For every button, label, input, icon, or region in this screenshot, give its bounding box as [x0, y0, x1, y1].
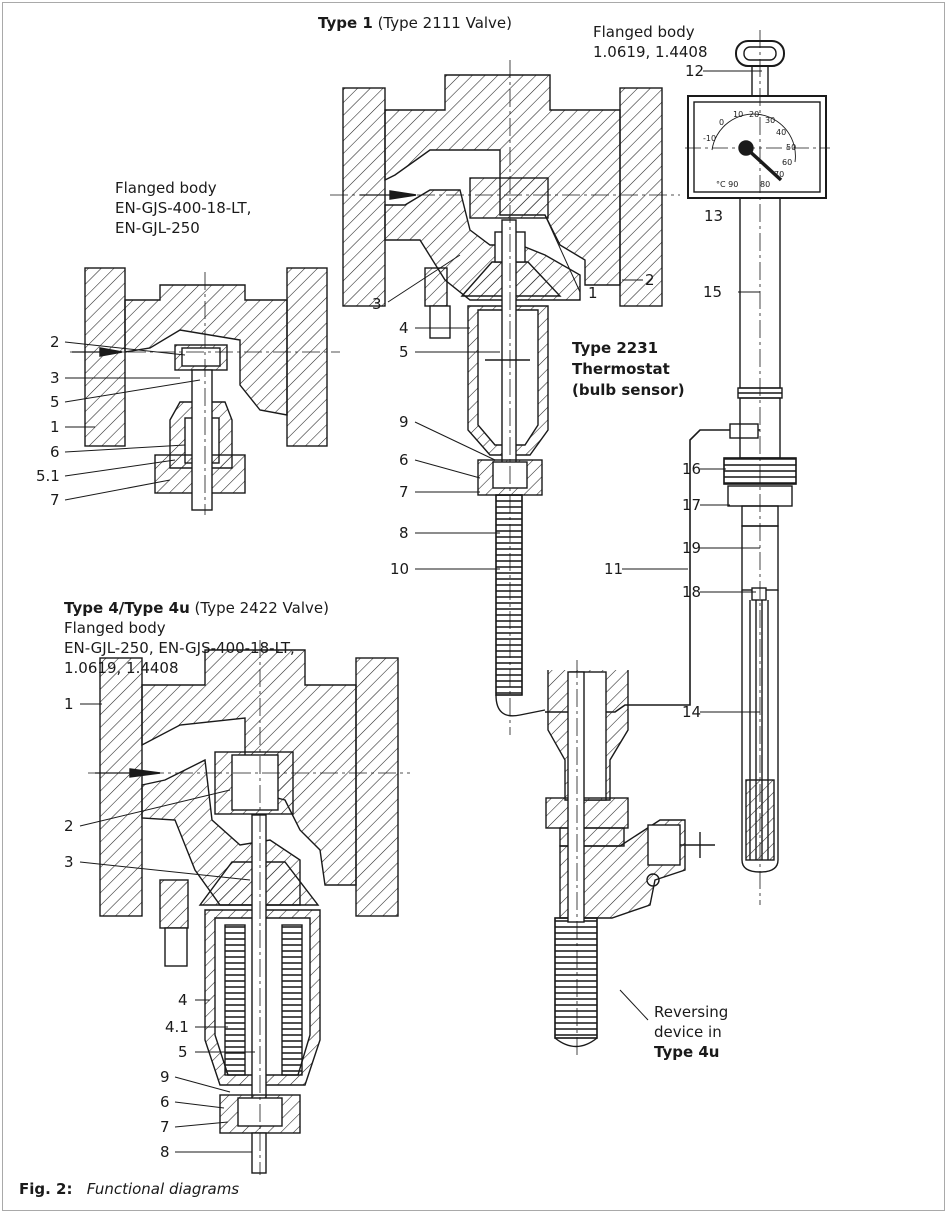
dial-tick-70: 70: [774, 170, 785, 179]
callout-type1-4: 4: [399, 319, 409, 337]
callout-thermo-12: 12: [685, 62, 705, 80]
callout-type4-6: 6: [160, 1093, 170, 1111]
thermostat-assembly: [685, 30, 830, 905]
thermostat-line-3: (bulb sensor): [572, 381, 685, 399]
dial-tick-10: 10: [733, 110, 744, 119]
small-valve-body-label: Flanged body: [115, 179, 217, 197]
type4-title: Type 4/Type 4u (Type 2422 Valve): [64, 599, 329, 617]
callout-thermo-18: 18: [682, 583, 702, 601]
callout-type4-8: 8: [160, 1143, 170, 1161]
dial-tick-20: 20: [749, 110, 760, 119]
callout-small-6: 6: [50, 443, 60, 461]
callout-type1-8: 8: [399, 524, 409, 542]
dial-tick-30: 30: [765, 116, 776, 125]
callout-type4-3: 3: [64, 853, 74, 871]
figure-caption-text: Functional diagrams: [86, 1180, 240, 1198]
callout-thermo-13: 13: [704, 207, 724, 225]
callout-type4-1: 1: [64, 695, 74, 713]
callout-small-3: 3: [50, 369, 60, 387]
type4-material-1: EN-GJL-250, EN-GJS-400-18-LT,: [64, 639, 295, 657]
small-valve-material-1: EN-GJS-400-18-LT,: [115, 199, 252, 217]
type4-valve: [88, 640, 410, 1175]
callout-thermo-15: 15: [703, 283, 723, 301]
thermostat-line-1: Type 2231: [572, 339, 659, 357]
callout-type1-6: 6: [399, 451, 409, 469]
callout-type4-5: 5: [178, 1043, 188, 1061]
callout-type4-4: 4: [178, 991, 188, 1009]
dial-tick-0: 0: [719, 118, 725, 127]
small-valve: [70, 267, 340, 515]
type1-title-rest: (Type 2111 Valve): [372, 14, 513, 32]
dial-unit-label: °C: [716, 180, 726, 189]
callout-type1-9: 9: [399, 413, 409, 431]
type1-title-bold: Type 1: [318, 14, 373, 32]
type4-body-label: Flanged body: [64, 619, 166, 637]
callout-type1-1: 1: [588, 284, 598, 302]
callout-thermo-16: 16: [682, 460, 702, 478]
callout-type1-2: 2: [645, 271, 655, 289]
callout-small-7: 7: [50, 491, 60, 509]
small-valve-material-2: EN-GJL-250: [115, 219, 200, 237]
callout-small-5: 5: [50, 393, 60, 411]
type1-body-material: 1.0619, 1.4408: [593, 43, 708, 61]
callout-thermo-14: 14: [682, 703, 702, 721]
type1-body-label: Flanged body: [593, 23, 695, 41]
type1-title: Type 1 (Type 2111 Valve): [318, 14, 512, 32]
type4-title-bold: Type 4/Type 4u: [64, 599, 190, 617]
callout-thermo-17: 17: [682, 496, 702, 514]
callout-type4-4-1: 4.1: [165, 1018, 189, 1036]
thermostat-line-2: Thermostat: [572, 360, 670, 378]
type1-valve: [330, 60, 760, 735]
dial-tick-80: 80: [760, 180, 771, 189]
dial-tick-minus10: -10: [703, 134, 717, 143]
callout-thermo-19: 19: [682, 539, 702, 557]
dial-tick-50: 50: [786, 143, 797, 152]
type4-material-2: 1.0619, 1.4408: [64, 659, 179, 677]
dial-tick-40: 40: [776, 128, 787, 137]
reversing-line-3: Type 4u: [654, 1043, 720, 1061]
callout-type1-5: 5: [399, 343, 409, 361]
callout-type1-11: 11: [604, 560, 624, 578]
dial-tick-60: 60: [782, 158, 793, 167]
reversing-line-1: Reversing: [654, 1003, 729, 1021]
dial-unit: °C 90: [716, 180, 738, 189]
callout-small-1: 1: [50, 418, 60, 436]
callout-small-5-1: 5.1: [36, 467, 60, 485]
callout-type1-3: 3: [372, 295, 382, 313]
figure-caption-label: Fig. 2:: [19, 1180, 73, 1198]
callout-type1-7: 7: [399, 483, 409, 501]
leader-lines: [64, 70, 762, 1153]
type4-title-rest: (Type 2422 Valve): [189, 599, 329, 617]
figure-caption: Fig. 2: Functional diagrams: [19, 1180, 239, 1198]
reversing-line-2: device in: [654, 1023, 722, 1041]
reversing-device: [545, 660, 715, 1055]
callout-type4-9: 9: [160, 1068, 170, 1086]
dial-tick-90: 90: [728, 180, 739, 189]
callout-small-2: 2: [50, 333, 60, 351]
callout-type1-10: 10: [390, 560, 410, 578]
callout-type4-2: 2: [64, 817, 74, 835]
callout-type4-7: 7: [160, 1118, 170, 1136]
